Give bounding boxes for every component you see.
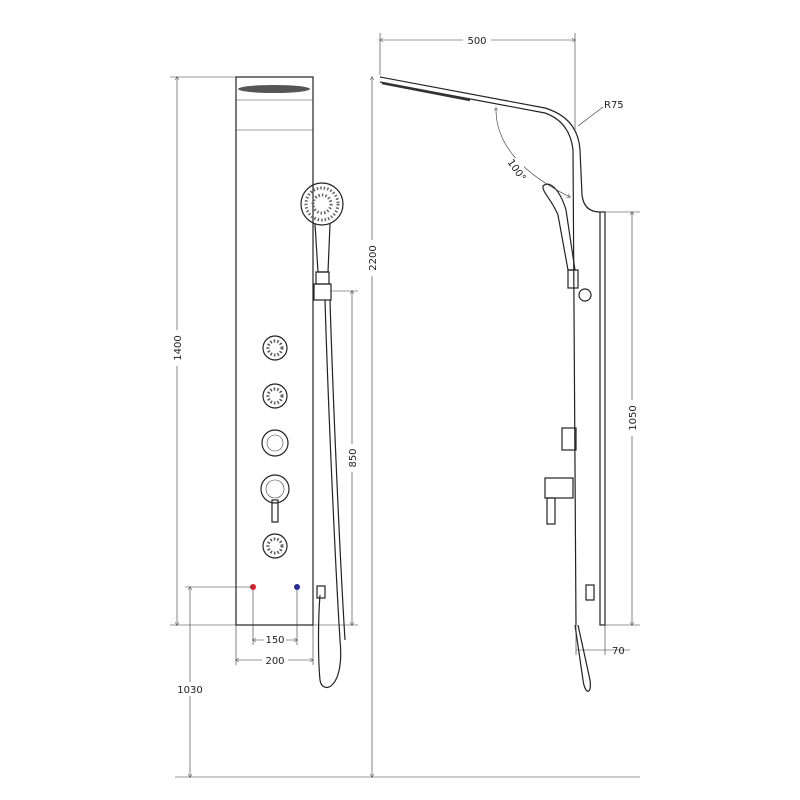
body-jet-icon — [262, 383, 288, 409]
hose — [317, 299, 342, 689]
dim-2200: 2200 — [368, 245, 379, 270]
rain-head-icon — [238, 85, 310, 93]
dim-70: 70 — [612, 646, 625, 657]
body-jet-icon — [262, 533, 288, 559]
front-view — [235, 76, 346, 689]
side-hand-shower — [542, 183, 576, 271]
dim-150: 150 — [265, 635, 284, 646]
panel-body — [235, 76, 314, 626]
side-view — [379, 76, 606, 692]
dim-200: 200 — [265, 656, 284, 667]
body-jet-icon — [262, 335, 288, 361]
cold-inlet-dot — [294, 584, 300, 590]
shower-arm — [379, 76, 601, 213]
dim-1400: 1400 — [173, 335, 184, 360]
dim-500: 500 — [467, 36, 486, 47]
dim-850: 850 — [348, 448, 359, 467]
side-panel — [599, 211, 606, 626]
mixer-lever-icon — [260, 474, 290, 523]
front-dimensions: 1400 1030 150 200 850 2200 — [170, 77, 640, 777]
dim-1050: 1050 — [628, 405, 639, 430]
side-dimensions: 500 R75 100° 1050 70 — [380, 33, 640, 657]
dim-r75: R75 — [604, 100, 624, 111]
hand-shower-icon — [300, 182, 344, 301]
hose-connector — [316, 585, 326, 599]
dim-1030: 1030 — [177, 685, 202, 696]
diverter-knob-icon — [261, 429, 289, 457]
